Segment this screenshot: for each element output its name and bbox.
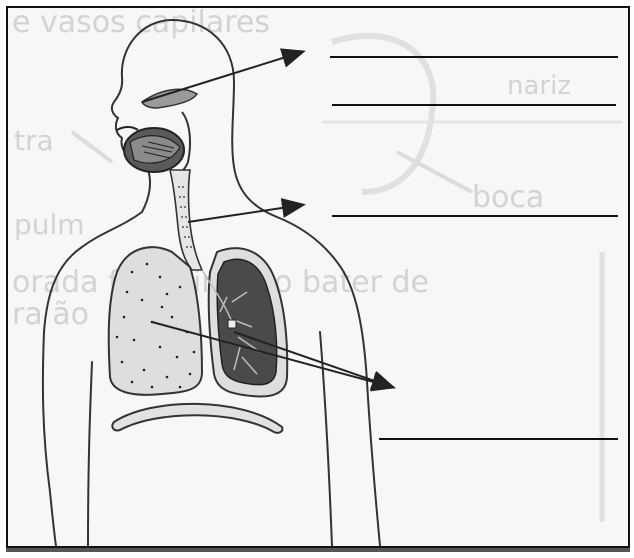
ghost-head-outline xyxy=(332,36,433,192)
arrow-nose xyxy=(142,52,302,102)
ghost-text-line1: e vasos capilares xyxy=(12,8,270,40)
ghost-text-pulmoes: pulm xyxy=(14,208,85,241)
diagram-frame: e vasos capilares nariz tra boca pulm or… xyxy=(6,6,630,548)
left-arm-inner xyxy=(88,362,92,546)
lung-left xyxy=(109,247,202,395)
oral-cavity xyxy=(117,127,184,172)
ghost-text-boca: boca xyxy=(472,180,544,215)
page-bottom-edge xyxy=(6,548,630,552)
diaphragm xyxy=(112,404,282,433)
ghost-text-nariz: nariz xyxy=(507,71,571,101)
respiratory-diagram: e vasos capilares nariz tra boca pulm or… xyxy=(8,8,628,546)
ghost-pointer-line-left xyxy=(72,132,112,162)
background-page: e vasos capilares nariz tra boca pulm or… xyxy=(12,8,622,522)
ghost-text-traqueia: tra xyxy=(14,124,54,157)
ghost-text-sentence2: ra ão xyxy=(12,297,89,332)
